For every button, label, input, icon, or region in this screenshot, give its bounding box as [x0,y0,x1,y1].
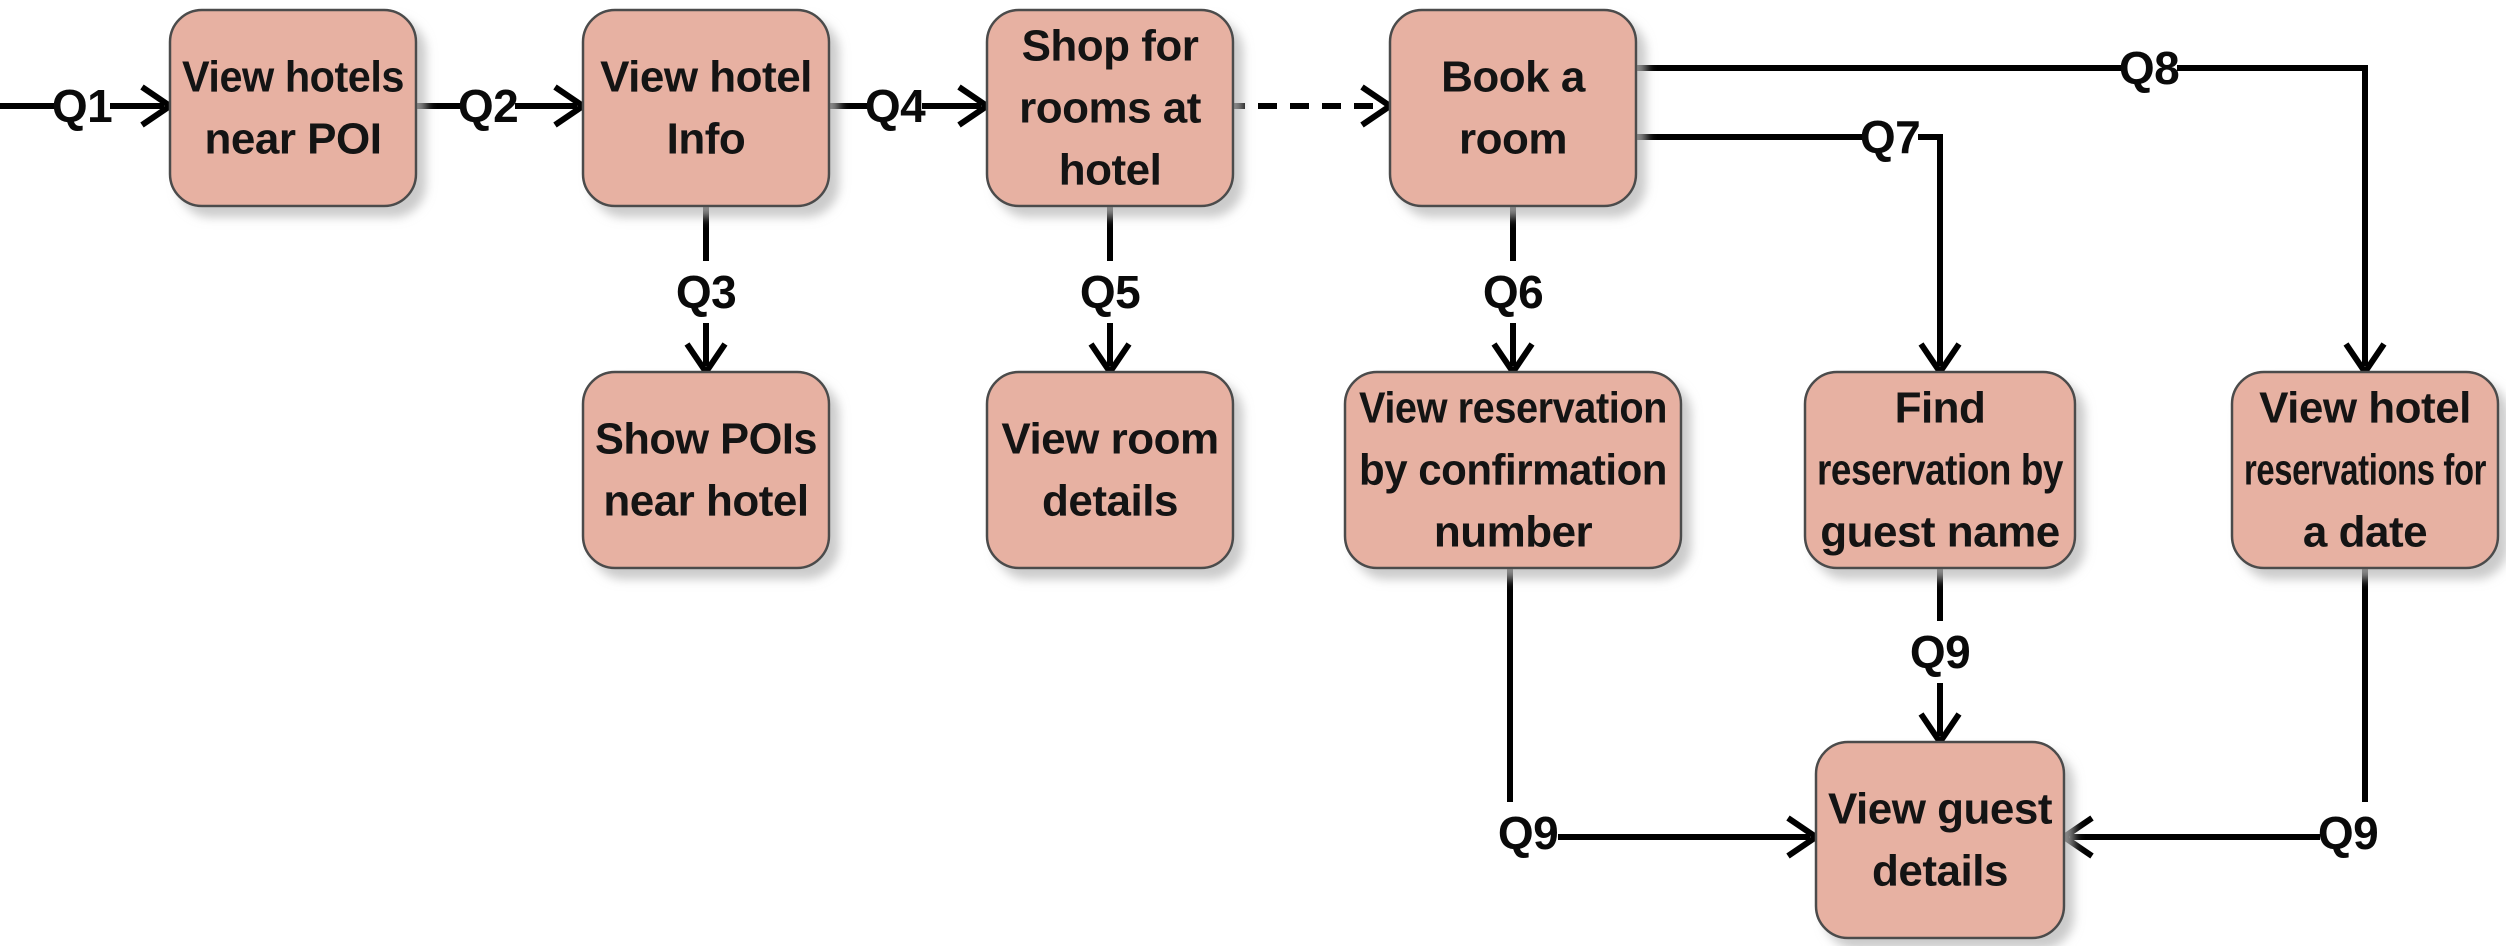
edge-q7: Q7 [1636,111,1962,378]
node-label-line: Info [667,115,746,164]
edge-q2: Q2 [416,80,589,132]
node-book-a-room: Book a room [1388,8,1638,208]
edge-q6-label: Q6 [1483,266,1543,318]
node-label-line: Show POIs [595,415,817,464]
node-show-pois-near-hotel: Show POIs near hotel [581,370,831,570]
edge-q8-label: Q8 [2119,42,2179,94]
node-label-line: reservation by [1817,446,2064,495]
edge-q9-label: Q9 [1910,626,1970,678]
node-view-room-details: View room details [985,370,1235,570]
node-find-reservation-by-guest-name: Find reservation by guest name [1803,370,2077,570]
node-label-line: reservations for [2244,446,2486,495]
edge-q9-label: Q9 [2318,807,2378,859]
edge-q6: Q6 [1483,206,1544,378]
node-label-line: Shop for [1022,22,1199,71]
edge-q9-from-date: Q9 [2058,568,2379,859]
edge-q1: Q1 [0,80,176,132]
node-view-reservation-by-confirmation: View reservation by confirmation number [1343,370,1683,570]
edge-q2-label: Q2 [458,80,518,132]
node-label-line: View hotels [182,53,404,102]
node-label-line: hotel [1059,146,1162,195]
node-view-hotel-info: View hotel Info [581,8,831,208]
edge-q3: Q3 [676,206,737,378]
node-label-line: near POI [205,115,382,164]
edge-shop-to-book-dashed [1226,84,1396,128]
node-label-line: a date [2303,508,2427,557]
node-view-hotel-reservations-for-date: View hotel reservations for a date [2230,370,2500,570]
node-label-line: guest name [1820,508,2060,557]
edge-q7-label: Q7 [1860,111,1920,163]
node-label-line: by confirmation [1359,446,1667,495]
edge-q9-label: Q9 [1498,807,1558,859]
edge-q8: Q8 [1636,42,2387,378]
edge-q4-label: Q4 [865,80,926,132]
node-view-hotels-near-poi: View hotels near POI [168,8,418,208]
node-label-line: View reservation [1359,384,1667,433]
node-label-line: room [1459,115,1567,164]
edge-q5: Q5 [1080,206,1141,378]
node-shop-for-rooms: Shop for rooms at hotel [985,8,1235,208]
node-label-line: details [1042,477,1178,526]
edge-q9-from-guest-name: Q9 [1910,568,1971,748]
node-label-line: number [1434,508,1593,557]
node-label-line: Find [1895,384,1986,433]
node-label-line: Book a [1441,53,1586,102]
node-label-line: details [1872,847,2008,896]
edge-q5-label: Q5 [1080,266,1140,318]
node-view-guest-details: View guest details [1814,740,2066,940]
edge-q4: Q4 [829,80,993,132]
node-label-line: View guest [1828,785,2053,834]
node-label-line: near hotel [603,477,808,526]
node-label-line: rooms at [1019,84,1202,133]
edge-q3-label: Q3 [676,266,736,318]
edge-q1-label: Q1 [52,80,112,132]
node-label-line: View room [1001,415,1218,464]
node-label-line: View hotel [600,53,812,102]
edge-q9-from-confirmation: Q9 [1498,568,1822,859]
node-label-line: View hotel [2259,384,2471,433]
